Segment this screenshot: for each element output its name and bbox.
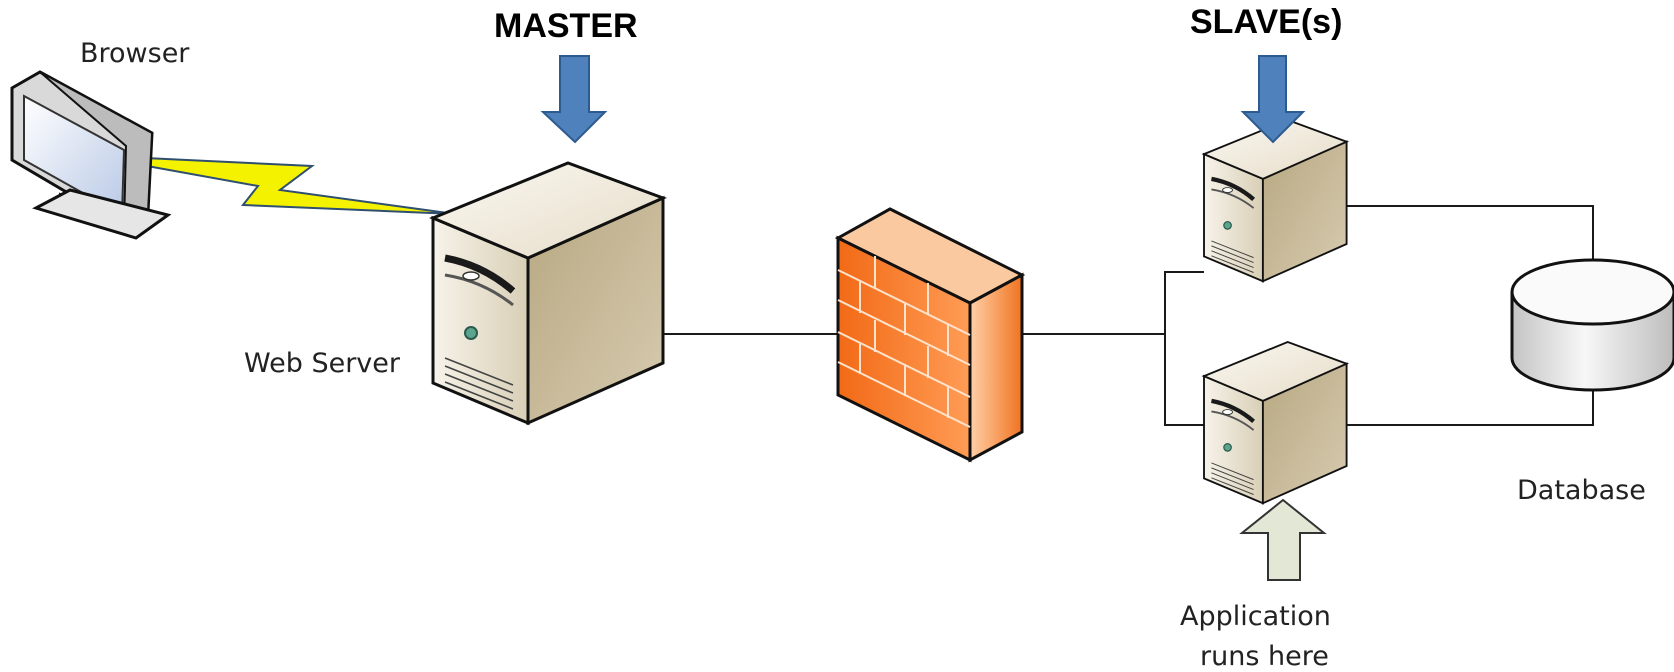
application-label: Application: [1180, 601, 1331, 632]
connector-lines: [660, 205, 1594, 426]
slaves-label: SLAVE(s): [1190, 3, 1342, 41]
lightning-icon: [143, 156, 456, 215]
server-icon: [1204, 120, 1347, 281]
database-label: Database: [1517, 475, 1646, 506]
web-server-label: Web Server: [244, 348, 401, 379]
application-runs-here-label: runs here: [1200, 641, 1329, 672]
down-arrow-icon: [1240, 55, 1306, 144]
server-icon: [433, 163, 663, 423]
up-arrow-icon: [1239, 498, 1327, 581]
browser-label: Browser: [80, 38, 190, 69]
master-label: MASTER: [494, 7, 638, 45]
database-icon: [1510, 258, 1674, 392]
monitor-icon: [10, 70, 172, 240]
firewall-icon: [834, 207, 1026, 463]
server-icon: [1204, 342, 1347, 503]
down-arrow-icon: [540, 55, 608, 144]
